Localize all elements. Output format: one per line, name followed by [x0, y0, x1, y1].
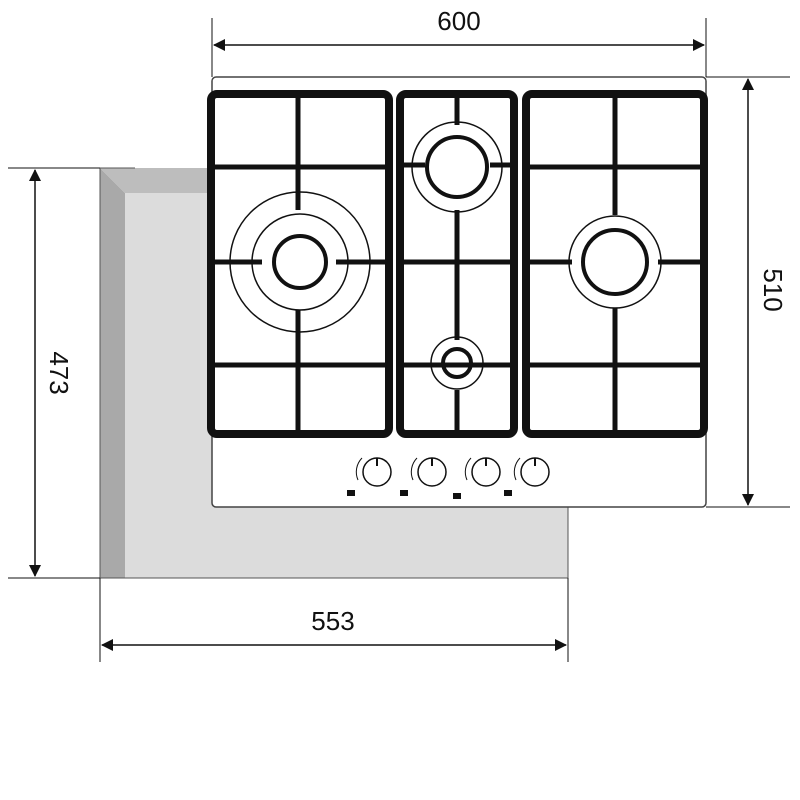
control-knobs	[347, 457, 550, 499]
dimension-top-width: 600	[211, 6, 707, 77]
flame-symbol-icon	[347, 490, 355, 496]
knob-icon[interactable]	[400, 457, 447, 496]
flame-symbol-icon	[453, 493, 461, 499]
dimension-label-left: 473	[44, 351, 74, 394]
center-grate	[396, 90, 518, 438]
dimension-label-bottom: 553	[311, 606, 354, 636]
center-bottom-small-burner-icon	[430, 336, 484, 390]
left-triple-ring-burner-icon	[229, 191, 371, 333]
dimension-label-top: 600	[437, 6, 480, 36]
flame-symbol-icon	[504, 490, 512, 496]
knob-icon[interactable]	[347, 457, 392, 496]
right-grate	[522, 90, 708, 438]
dimension-left-depth: 473	[8, 167, 100, 579]
knob-icon[interactable]	[453, 457, 501, 499]
flame-symbol-icon	[400, 490, 408, 496]
right-large-burner-icon	[568, 215, 662, 309]
center-top-medium-burner-icon	[411, 121, 503, 213]
knob-icon[interactable]	[504, 457, 550, 496]
dimension-label-right: 510	[758, 268, 788, 311]
dimension-bottom-width: 553	[99, 578, 569, 662]
left-grate	[207, 90, 393, 438]
dimension-right-depth: 510	[706, 76, 790, 508]
